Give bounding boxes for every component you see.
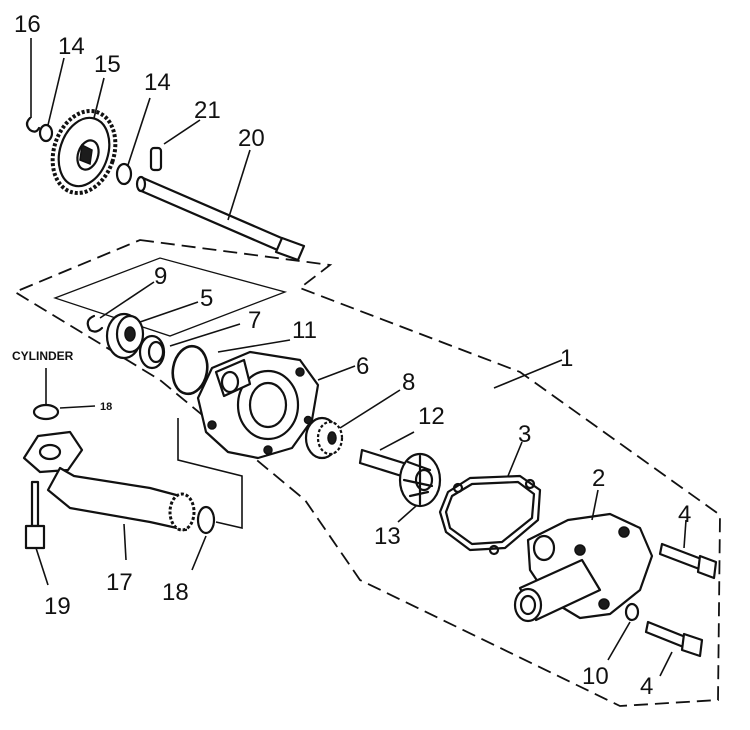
callout-19: 19 [44, 593, 71, 620]
callout-11: 11 [292, 317, 317, 344]
leader-lines [30, 38, 687, 677]
callout-4-lower: 4 [640, 673, 653, 700]
bracket-17-18 [177, 418, 243, 530]
callout-9: 9 [154, 263, 167, 290]
callout-13: 13 [374, 523, 401, 550]
mechanical-seal [304, 416, 344, 460]
callout-8: 8 [402, 369, 415, 396]
callout-18: 18 [162, 579, 189, 606]
pipe-bolt [24, 480, 46, 550]
callout-3: 3 [518, 421, 531, 448]
bolt-upper [658, 542, 718, 580]
water-pipe [22, 430, 196, 532]
cylinder-label: CYLINDER [12, 349, 74, 363]
callout-14-right: 14 [144, 69, 171, 96]
callout-4-upper: 4 [678, 501, 691, 528]
callout-15: 15 [94, 51, 121, 78]
cylinder-ref-label: 18 [100, 401, 112, 413]
dowel-pin [149, 146, 163, 172]
callout-2: 2 [592, 465, 605, 492]
callout-14-left: 14 [58, 33, 85, 60]
bearing [105, 312, 145, 360]
washer-right [115, 162, 133, 186]
callout-17: 17 [106, 569, 133, 596]
bolt-lower [644, 620, 704, 658]
assembly-boundary-dashed [13, 239, 721, 707]
pump-body [196, 350, 320, 460]
impeller [398, 452, 442, 508]
callout-12: 12 [418, 403, 445, 430]
pump-shaft [135, 175, 306, 262]
circlip [25, 116, 41, 133]
oil-seal [138, 334, 166, 370]
cover-gasket [438, 474, 542, 556]
callout-20: 20 [238, 125, 265, 152]
washer-left [38, 123, 54, 143]
washer-10 [624, 602, 640, 622]
callout-10: 10 [582, 663, 609, 690]
callout-labels: 16 14 15 14 21 20 9 5 7 11 6 1 8 12 3 2 … [12, 11, 691, 700]
o-ring [171, 344, 209, 396]
snap-ring [86, 314, 104, 333]
cylinder-o-ring [32, 403, 60, 421]
drive-gear [50, 108, 118, 196]
pipe-o-ring [196, 505, 216, 535]
pump-cover [513, 512, 654, 623]
callout-1: 1 [560, 345, 573, 372]
callout-6: 6 [356, 353, 369, 380]
callout-21: 21 [194, 97, 221, 124]
callout-7: 7 [248, 307, 261, 334]
callout-16: 16 [14, 11, 41, 38]
callout-5: 5 [200, 285, 213, 312]
